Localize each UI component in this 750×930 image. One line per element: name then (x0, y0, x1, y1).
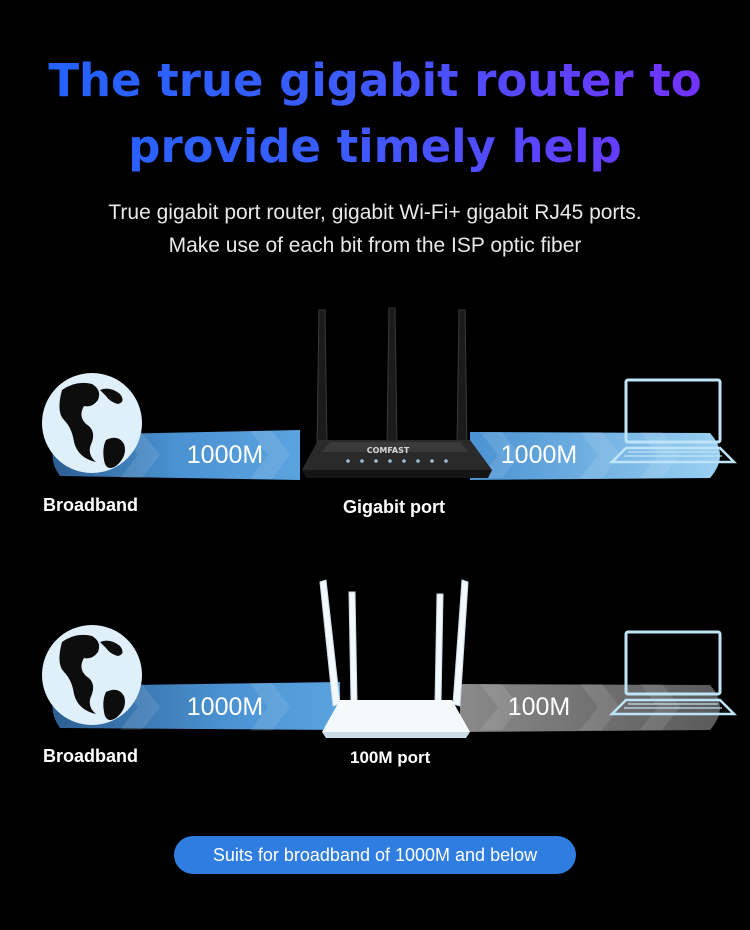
router-port-label: 100M port (350, 748, 431, 767)
broadband-label: Broadband (43, 495, 139, 515)
gigabit-comparison-row: COMFAST 1000M 1000M Broadband Gigabit po… (0, 290, 750, 530)
page-title: The true gigabit router to provide timel… (0, 48, 750, 180)
speed-out-label: 100M (507, 693, 571, 721)
broadband-suitability-badge: Suits for broadband of 1000M and below (174, 836, 576, 874)
router-antennas (316, 307, 468, 446)
router-antennas (319, 579, 469, 707)
subtitle-line-2: Make use of each bit from the ISP optic … (168, 234, 582, 257)
gigabit-router-image (302, 440, 492, 478)
speed-in-label: 1000M (186, 441, 264, 469)
fast-ethernet-router-image (322, 700, 470, 738)
gigabit-diagram: COMFAST (42, 307, 738, 480)
subtitle-line-1: True gigabit port router, gigabit Wi-Fi+… (108, 201, 642, 224)
speed-out-label: 1000M (500, 441, 578, 469)
title-line-1: The true gigabit router to (48, 54, 702, 107)
speed-in-label: 1000M (186, 693, 264, 721)
router-brand-text: COMFAST (367, 446, 410, 455)
fast-ethernet-diagram (42, 579, 738, 738)
globe-icon (42, 373, 142, 473)
fast-ethernet-comparison-row: 1000M 100M Broadband 100M port (0, 542, 750, 782)
globe-icon (42, 625, 142, 725)
laptop-icon (608, 378, 738, 464)
broadband-label: Broadband (43, 746, 139, 766)
title-line-2: provide timely help (128, 120, 622, 173)
laptop-icon (608, 630, 738, 716)
router-port-label: Gigabit port (343, 497, 445, 517)
